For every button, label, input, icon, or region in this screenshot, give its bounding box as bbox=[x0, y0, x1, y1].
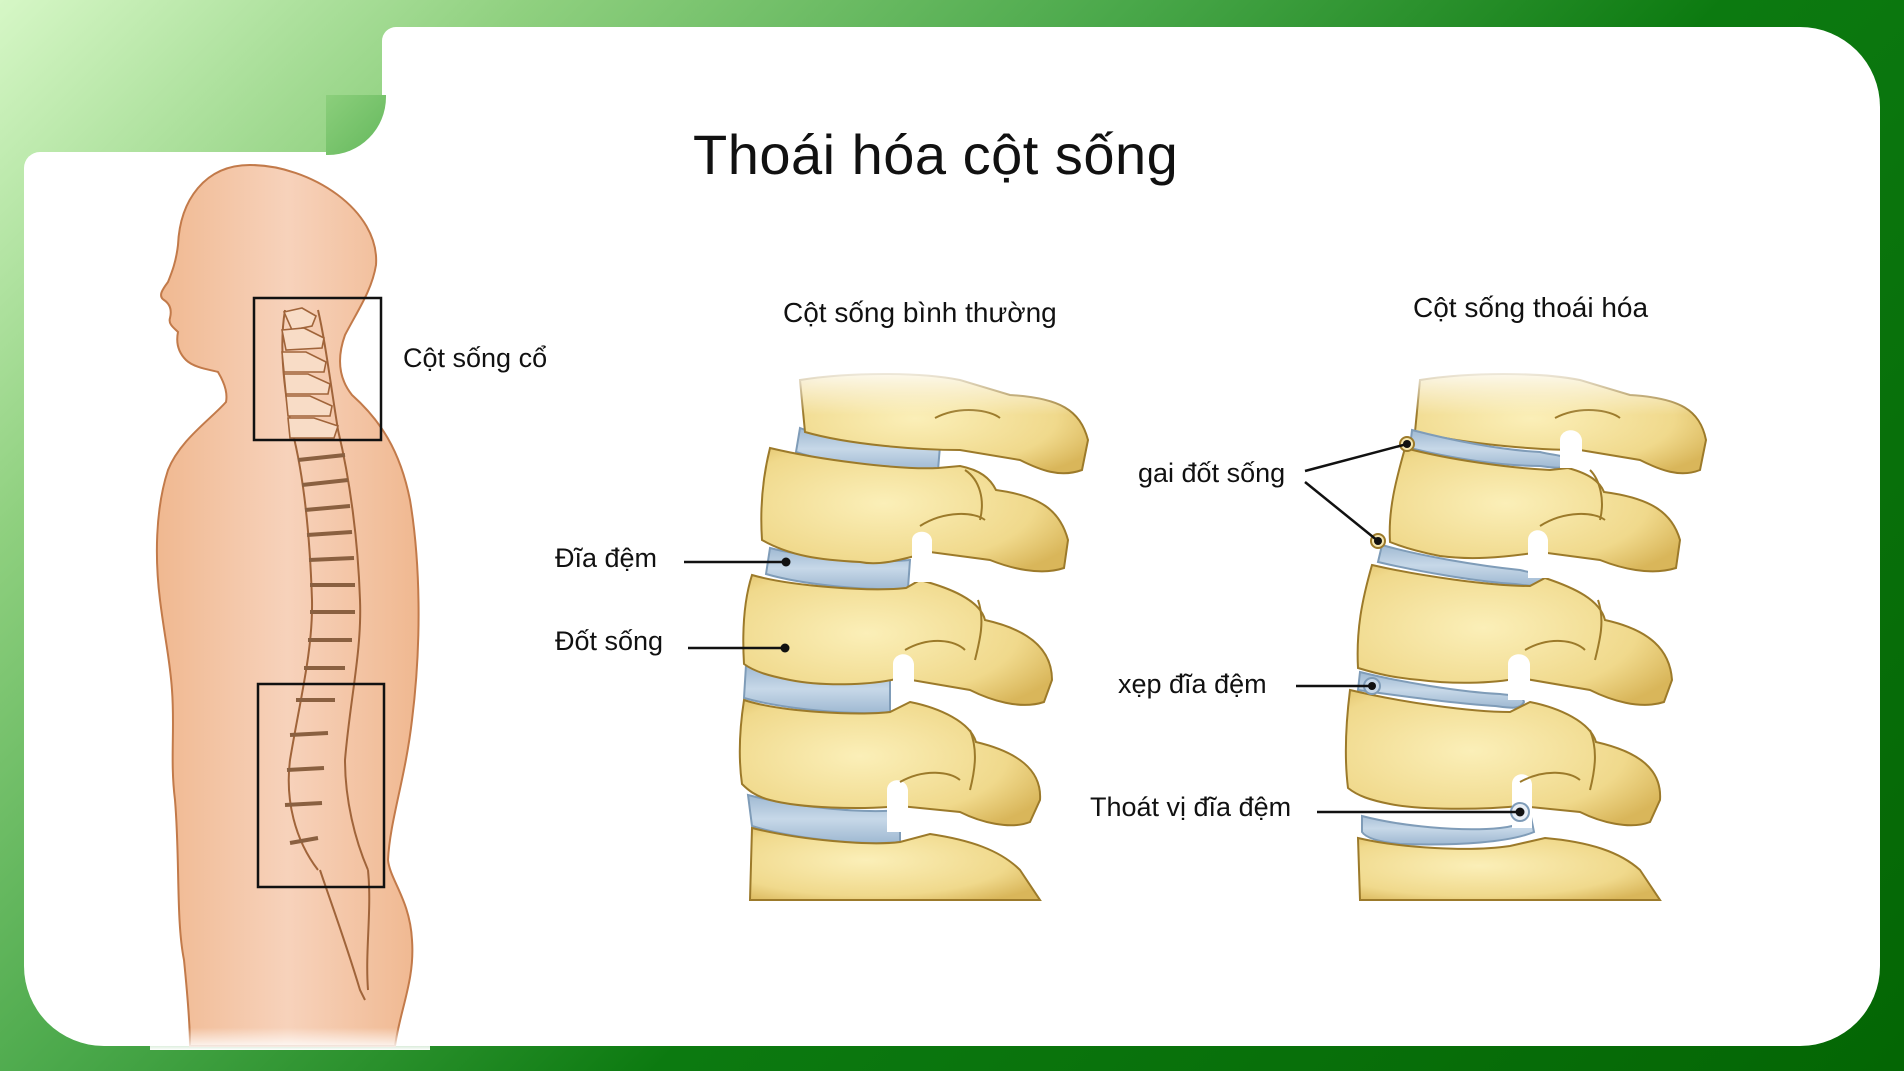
herniated-disc-pointer-dot bbox=[1515, 807, 1525, 817]
spur-pointer-dot-upper bbox=[1403, 440, 1411, 448]
cervical-highlight-box bbox=[252, 296, 383, 442]
degenerated-leader-lines bbox=[1296, 442, 1520, 814]
disc-label: Đĩa đệm bbox=[555, 543, 658, 573]
degenerated-disc-4 bbox=[1361, 811, 1536, 846]
degenerated-spine-heading: Cột sống thoái hóa bbox=[1413, 292, 1649, 323]
cervical-spine-label: Cột sống cổ bbox=[403, 343, 548, 373]
body-cervical-vertebrae bbox=[281, 307, 340, 439]
normal-spine-heading: Cột sống bình thường bbox=[783, 297, 1057, 328]
vertebra-label: Đốt sống bbox=[555, 626, 664, 656]
page-title: Thoái hóa cột sống bbox=[693, 123, 1179, 186]
degenerated-disc-3 bbox=[1356, 670, 1526, 709]
body-spine-discs bbox=[284, 453, 355, 845]
lumbar-highlight-box bbox=[256, 682, 386, 889]
collapsed-disc-pointer-dot bbox=[1368, 682, 1376, 690]
normal-leader-lines bbox=[684, 560, 786, 650]
normal-spine-illustration bbox=[738, 365, 1100, 901]
vertebra-pointer-dot bbox=[780, 643, 790, 653]
collapsed-disc-label: xẹp đĩa đệm bbox=[1118, 669, 1267, 699]
disc-pointer-dot bbox=[781, 557, 791, 567]
bone-spur-label: gai đốt sống bbox=[1138, 458, 1286, 488]
degenerated-spine-illustration bbox=[1344, 365, 1730, 901]
herniated-disc-label: Thoát vị đĩa đệm bbox=[1090, 792, 1292, 822]
spur-pointer-dot-lower bbox=[1374, 537, 1382, 545]
